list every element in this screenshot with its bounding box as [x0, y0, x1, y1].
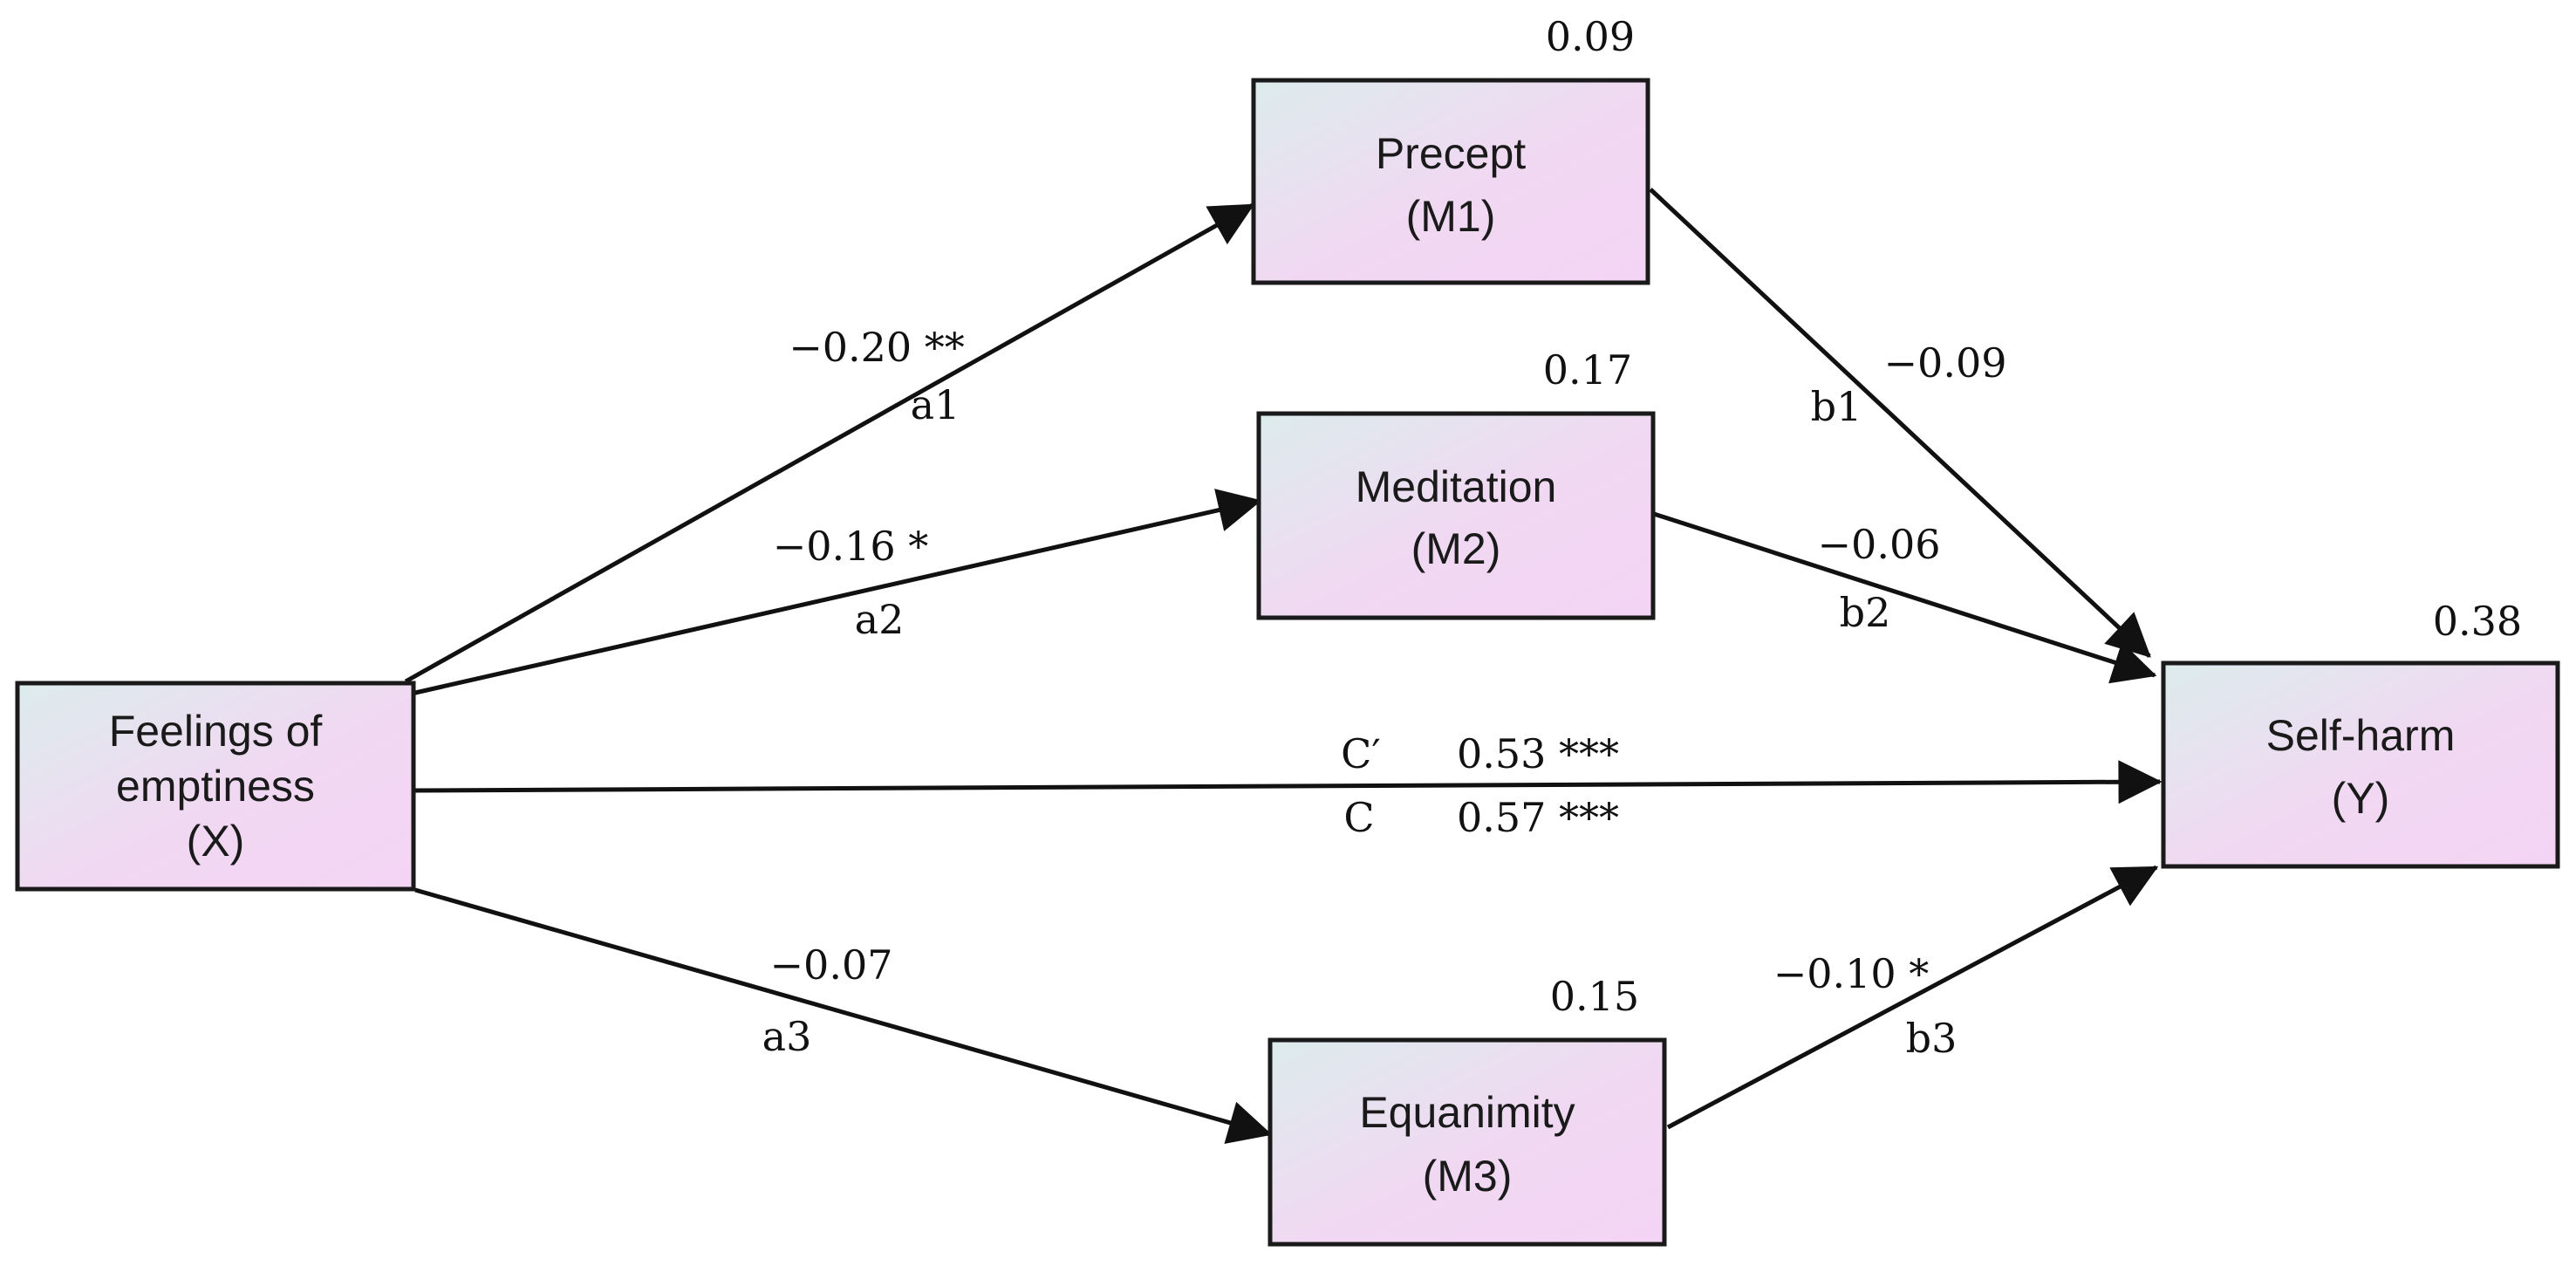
node-meditation: Meditation (M2) 0.17 — [1256, 346, 1656, 620]
path-b1-arrow — [1649, 188, 2151, 658]
coef-b1: −0.09 — [1884, 339, 2007, 387]
node-box — [1256, 411, 1656, 620]
node-equanimity: Equanimity (M3) 0.15 — [1268, 973, 1667, 1247]
label-a3: a3 — [762, 1013, 812, 1060]
node-box — [2161, 660, 2560, 869]
label-c: C — [1343, 794, 1374, 841]
path-a1-arrow — [404, 202, 1255, 684]
node-line: Self-harm — [2266, 711, 2456, 760]
node-line: (M2) — [1411, 524, 1501, 573]
node-line: emptiness — [116, 762, 315, 811]
coef-c: 0.57 *** — [1457, 794, 1619, 841]
node-line: (Y) — [2332, 774, 2390, 823]
node-line: Equanimity — [1359, 1088, 1575, 1137]
coef-a1: −0.20 ** — [789, 324, 965, 371]
path-b3-arrow — [1666, 865, 2159, 1130]
node-line: (M3) — [1423, 1152, 1513, 1201]
node-line: (X) — [187, 817, 245, 866]
node-precept: Precept (M1) 0.09 — [1251, 13, 1650, 285]
node-box — [15, 681, 416, 892]
label-c-prime: C′ — [1341, 730, 1381, 777]
label-a1: a1 — [911, 381, 960, 428]
coef-b2: −0.06 — [1818, 521, 1941, 568]
coef-a2: −0.16 * — [773, 523, 929, 570]
label-b2: b2 — [1840, 589, 1891, 636]
coef-b3: −0.10 * — [1773, 950, 1930, 997]
node-line: Meditation — [1356, 462, 1557, 511]
label-b1: b1 — [1811, 383, 1862, 430]
coef-a3: −0.07 — [770, 941, 893, 989]
path-a2-arrow — [414, 489, 1262, 695]
label-a2: a2 — [855, 596, 905, 643]
label-b3: b3 — [1906, 1015, 1958, 1062]
r-squared-m1: 0.09 — [1546, 13, 1635, 60]
r-squared-y: 0.38 — [2433, 598, 2522, 645]
node-feelings-of-emptiness: Feelings of emptiness (X) — [15, 681, 416, 892]
path-a3-arrow — [414, 887, 1273, 1144]
node-box — [1251, 78, 1650, 285]
path-c-arrow — [414, 760, 2163, 804]
coef-c-prime: 0.53 *** — [1457, 730, 1619, 777]
node-line: (M1) — [1406, 192, 1496, 241]
node-self-harm: Self-harm (Y) 0.38 — [2161, 598, 2560, 869]
node-box — [1268, 1037, 1667, 1247]
path-b2-arrow — [1653, 511, 2157, 684]
r-squared-m2: 0.17 — [1543, 346, 1632, 393]
node-line: Precept — [1376, 129, 1526, 178]
r-squared-m3: 0.15 — [1550, 973, 1639, 1020]
node-line: Feelings of — [109, 707, 323, 756]
